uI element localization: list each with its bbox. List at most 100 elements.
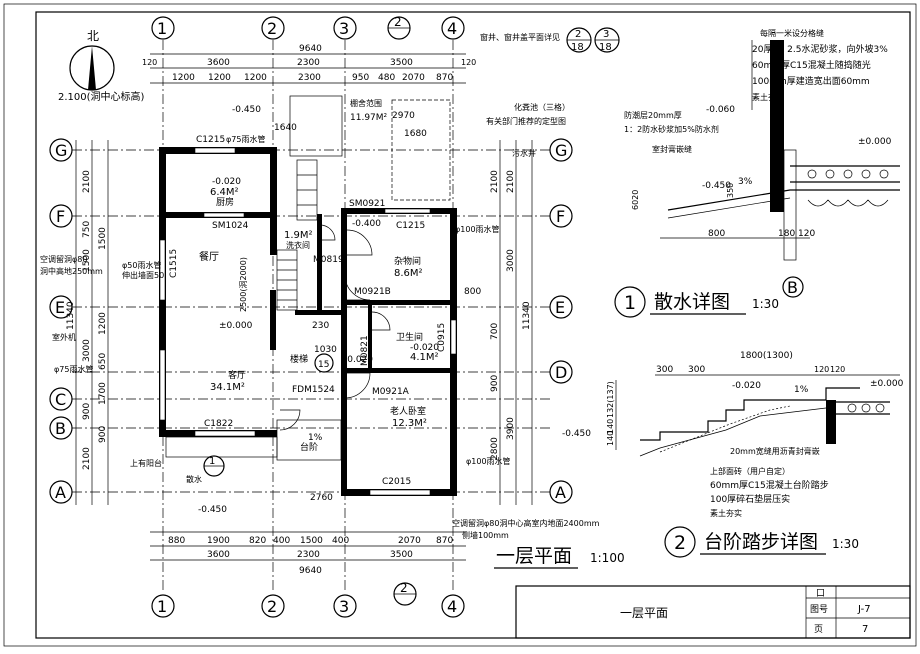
doors [279, 224, 391, 431]
dim-top2-8: 870 [436, 73, 453, 83]
door-M0821: M0821 [360, 335, 370, 366]
dim-top2-5: 950 [352, 73, 369, 83]
axis-bubble-B-left: B [49, 416, 73, 440]
svg-text:3: 3 [339, 597, 349, 616]
detail1-layer-5: 素土夯实 [752, 92, 784, 102]
detail2-title: 台阶踏步详图 [704, 531, 818, 553]
balcony-label: 上有阳台 [130, 458, 162, 468]
dim-230: 230 [312, 321, 329, 331]
svg-text:1: 1 [624, 292, 636, 314]
detail1-layer-4: 100mm厚建造宽出面60mm [752, 75, 870, 87]
dim-top-3: 3500 [390, 58, 413, 68]
detail2-dim-120b: 120 [830, 365, 845, 374]
svg-text:F: F [56, 207, 65, 226]
dim-left-3: 1500 [82, 249, 92, 272]
septic-tank-outline [391, 99, 451, 201]
elev-m0400: -0.400 [352, 219, 381, 229]
svg-text:2: 2 [674, 532, 686, 554]
axis-bubble-E-right: E [549, 295, 573, 319]
detail1-dim-800: 800 [708, 229, 725, 239]
svg-text:1: 1 [157, 597, 167, 616]
detail2-heading: 2 台阶踏步详图 1:30 [664, 526, 859, 558]
section-cut-1: 1 [203, 455, 225, 477]
detail1-damp: 防潮层20mm厚 [624, 110, 682, 120]
detail-1-drainage [660, 40, 900, 261]
ac-unit: 室外机 [52, 332, 76, 342]
dim-top-total: 9640 [299, 44, 322, 54]
dim-1680: 1680 [404, 129, 427, 139]
rain-pipe-75-left: φ75雨水管 [54, 364, 93, 374]
ac-left-height: 洞中高地250mm [40, 266, 103, 276]
axis-bubble-A-right: A [549, 480, 573, 504]
drain-label: 散水 [186, 474, 202, 484]
dim-bot-4: 400 [273, 536, 290, 546]
svg-text:1: 1 [157, 19, 167, 38]
elev-m0450-bottom: -0.450 [198, 505, 227, 515]
dim-bot2-2: 2300 [297, 550, 320, 560]
detail1-elev-bottom: -0.450 [702, 181, 731, 191]
svg-text:A: A [55, 483, 66, 502]
dim-bot-1: 880 [168, 536, 185, 546]
title-block: 一层平面 口 图号 J-7 页 7 [515, 585, 911, 639]
detail2-elev-zero: ±0.000 [870, 379, 904, 389]
kitchen-label: 厨房 [216, 196, 234, 208]
svg-text:3: 3 [603, 29, 609, 40]
axis-bubble-F-right: F [549, 204, 573, 228]
axis-bubble-2-top: 2 [261, 16, 285, 40]
fig-no: J-7 [857, 604, 871, 615]
svg-text:E: E [55, 298, 65, 317]
roof-area: 11.97M² [350, 113, 388, 123]
win-C0915: C0915 [437, 323, 447, 352]
dim-bot-7: 2070 [398, 536, 421, 546]
fig-no-label: 图号 [810, 604, 828, 615]
axis-bubble-sub-top: 2 [387, 15, 411, 40]
dim-bot-3: 820 [249, 536, 266, 546]
dim-left-sub4: 1700 [98, 382, 108, 405]
svg-text:F: F [556, 207, 565, 226]
axis-bubble-4-bottom: 4 [441, 594, 465, 618]
dim-bot-6: 400 [332, 536, 349, 546]
detail2-dim-120a: 120 [814, 365, 829, 374]
laundry-area: 1.9M² [284, 230, 313, 241]
svg-text:18: 18 [571, 42, 584, 53]
svg-text:A: A [555, 483, 566, 502]
detail2-scale: 1:30 [832, 537, 859, 551]
detail1-title: 散水详图 [654, 291, 730, 313]
dim-left-1: 2100 [82, 170, 92, 193]
ac-bottom-sub: 侧墙100mm [462, 530, 509, 540]
axis-bubble-D-right: D [549, 360, 573, 384]
axis-bubble-E-left: E [49, 295, 73, 319]
svg-text:15: 15 [318, 360, 329, 370]
svg-text:4: 4 [447, 597, 457, 616]
detail2-layer-3: 100厚碎石垫层压实 [710, 493, 790, 505]
dim-1030: 1030 [314, 345, 337, 355]
axis-bubble-F-left: F [49, 204, 73, 228]
dim-right-sub5: 900 [490, 375, 500, 392]
detail2-layer-2: 60mm厚C15混凝土台阶踏步 [710, 479, 829, 491]
axis-bubble-3-top: 3 [333, 16, 357, 40]
detail2-dim-300b: 300 [688, 365, 705, 375]
detail1-scale: 1:30 [752, 297, 779, 311]
svg-text:18: 18 [599, 42, 612, 53]
detail2-slope: 1% [794, 385, 809, 395]
dim-right-1: 2100 [506, 170, 516, 193]
dining-label: 餐厅 [199, 250, 219, 263]
living-area: 34.1M² [210, 382, 245, 393]
dim-right-sub3: 700 [490, 323, 500, 340]
sewage-well: 污水井 [512, 148, 536, 158]
dim-top-edge-r: 120 [461, 58, 476, 67]
dim-right-3: 3900 [506, 417, 516, 440]
dim-bot2-3: 3500 [390, 550, 413, 560]
section-ref-3-18: 318 [594, 27, 620, 53]
detail2-dim-140a: 140 [606, 419, 615, 434]
ac-left-label: 空调留洞φ80 [40, 254, 87, 264]
detail2-layer-4: 素土夯实 [710, 508, 742, 518]
page-no: 7 [862, 624, 868, 635]
toilet-area: 4.1M² [410, 352, 439, 363]
detail2-dim-132: 132(137) [606, 381, 615, 418]
win-SM1024: SM1024 [212, 221, 249, 231]
dim-right-sub1: 2100 [490, 170, 500, 193]
rain-pipe-100-right: φ100雨水管 [455, 224, 500, 234]
detail1-dim-6020: 6020 [631, 190, 640, 210]
